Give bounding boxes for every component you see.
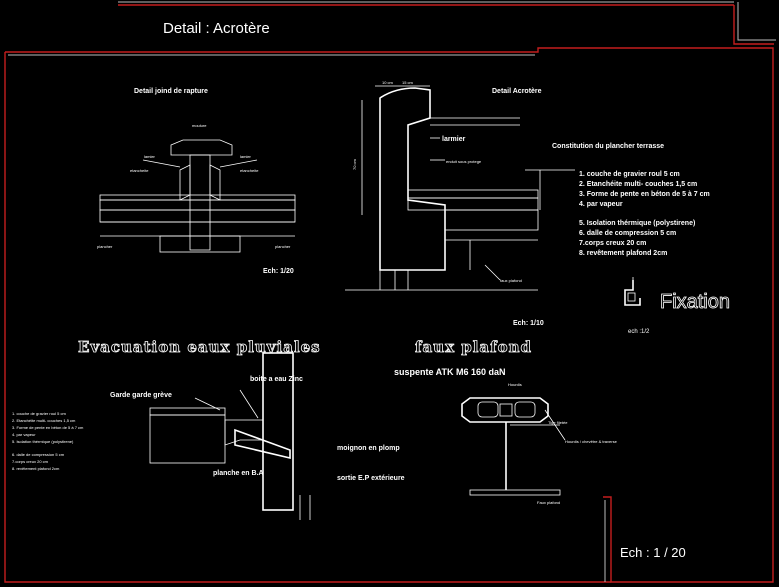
evacuation-label-boite: boite a eau Zinc (250, 376, 303, 383)
joint-cap (170, 139, 233, 156)
joint-label-left: lamier (144, 154, 156, 159)
joint-label-top: moulure (192, 123, 207, 128)
joint-detail: Detail joind de rapture lamier lamier mo… (97, 88, 296, 275)
joint-slab (99, 199, 296, 211)
acrotere-wall (379, 87, 446, 271)
acrotere-gravel (407, 189, 539, 199)
joint-label-bottom-right: plancher (275, 244, 291, 249)
constitution-title: Constitution du plancher terrasse (552, 143, 664, 150)
evacuation-item: 1. couche de gravier roul 5 cm (12, 411, 66, 416)
constitution-item: 2. Etanchéite multi- couches 1,5 cm (579, 181, 697, 188)
faux-plafond-label-top: Hourdis (508, 382, 522, 387)
evacuation-membrane (149, 407, 226, 416)
fixation-label: Fixation (660, 291, 730, 313)
constitution-list: Constitution du plancher terrasse 1. cou… (552, 143, 710, 257)
constitution-item: 8. revêtement plafond 2cm (579, 250, 667, 257)
joint-core (189, 154, 211, 251)
evacuation-label-garde: Garde garde grève (110, 392, 172, 399)
faux-plafond-label-bottom: Faux plafond (537, 500, 560, 505)
acrotere-dim-vertical: 70 cm (352, 158, 357, 170)
acrotere-slab (407, 197, 539, 211)
joint-label-bottom-left: plancher (97, 244, 113, 249)
evacuation-item: 8. revêtement plafond 2cm (12, 466, 60, 471)
evacuation-item: 6. dalle de compression 5 cm (12, 452, 65, 457)
faux-plafond-label-right: Hourdis / chevêtre & traverse (565, 439, 618, 444)
constitution-item: 5. Isolation thérmique (polystirene) (579, 220, 695, 227)
faux-plafond-title: faux plafond (415, 338, 532, 356)
constitution-item: 1. couche de gravier roul 5 cm (579, 171, 680, 178)
acrotere-hollow-blocks (444, 209, 539, 231)
evacuation-label-sortie: sortie E.P extérieure (337, 475, 405, 482)
acrotere-label-larmier: larmier (442, 136, 466, 143)
evacuation-gravel (149, 414, 226, 464)
evacuation-item: 4. par vapeur (12, 432, 36, 437)
evacuation-item: 3. Forme de pente en béton de 5 à 7 cm (12, 425, 84, 430)
evacuation-item: 5. Isolation thérmique (polystirene) (12, 439, 74, 444)
acrotere-dim-left: 10 cm (382, 80, 394, 85)
acrotere-label-enduit: enduit sous protege (446, 159, 482, 164)
joint-gap (159, 235, 241, 253)
evacuation-detail: Evacuation eaux pluviales boite a eau Zi… (12, 338, 405, 520)
evacuation-item: 7.corps creux 20 cm (12, 459, 49, 464)
faux-plafond-suspente: suspente ATK M6 160 daN (394, 367, 506, 377)
faux-plafond-label-tige: Tige filetée (548, 420, 568, 425)
evacuation-item: 2. Etanchéite multi- couches 1,5 cm (12, 418, 76, 423)
joint-label-mid-right: etancheite (240, 168, 259, 173)
fixation-detail: Fixation ech :1/2 (624, 277, 730, 335)
constitution-item: 7.corps creux 20 cm (579, 240, 646, 247)
joint-gravel (99, 194, 296, 201)
drawing-title: Detail : Acrotère (163, 20, 270, 37)
acrotere-scale: Ech: 1/10 (513, 320, 544, 327)
constitution-item: 4. par vapeur (579, 201, 623, 208)
evacuation-label-planche: planche en B.A (213, 470, 264, 477)
fixation-scale: ech :1/2 (628, 329, 650, 335)
constitution-item: 6. dalle de compression 5 cm (579, 230, 676, 237)
faux-plafond-board (469, 489, 561, 496)
acrotere-dim-right: 15 cm (402, 80, 414, 85)
acrotere-title: Detail Acrotère (492, 88, 542, 95)
evacuation-label-moignon: moignon en plomp (337, 445, 400, 452)
faux-plafond-beam (461, 397, 549, 423)
acrotere-label-faux: faux plafond (500, 278, 522, 283)
joint-label-mid-left: etancheite (130, 168, 149, 173)
fixation-bracket (624, 280, 641, 306)
evacuation-title: Evacuation eaux pluviales (78, 338, 321, 356)
drawing-frame (4, 1, 776, 583)
evacuation-pipe (234, 428, 291, 460)
joint-title: Detail joind de rapture (134, 88, 208, 95)
joint-hollow-blocks (99, 209, 296, 223)
acrotere-detail: Detail Acrotère 10 cm 15 cm 70 cm larmie… (345, 80, 575, 327)
joint-label-right: lamier (240, 154, 252, 159)
faux-plafond-detail: faux plafond suspente ATK M6 160 daN Hou… (394, 338, 618, 505)
constitution-item: 3. Forme de pente en béton de 5 à 7 cm (579, 191, 710, 198)
joint-scale: Ech: 1/20 (263, 268, 294, 275)
main-scale: Ech : 1 / 20 (620, 545, 686, 560)
